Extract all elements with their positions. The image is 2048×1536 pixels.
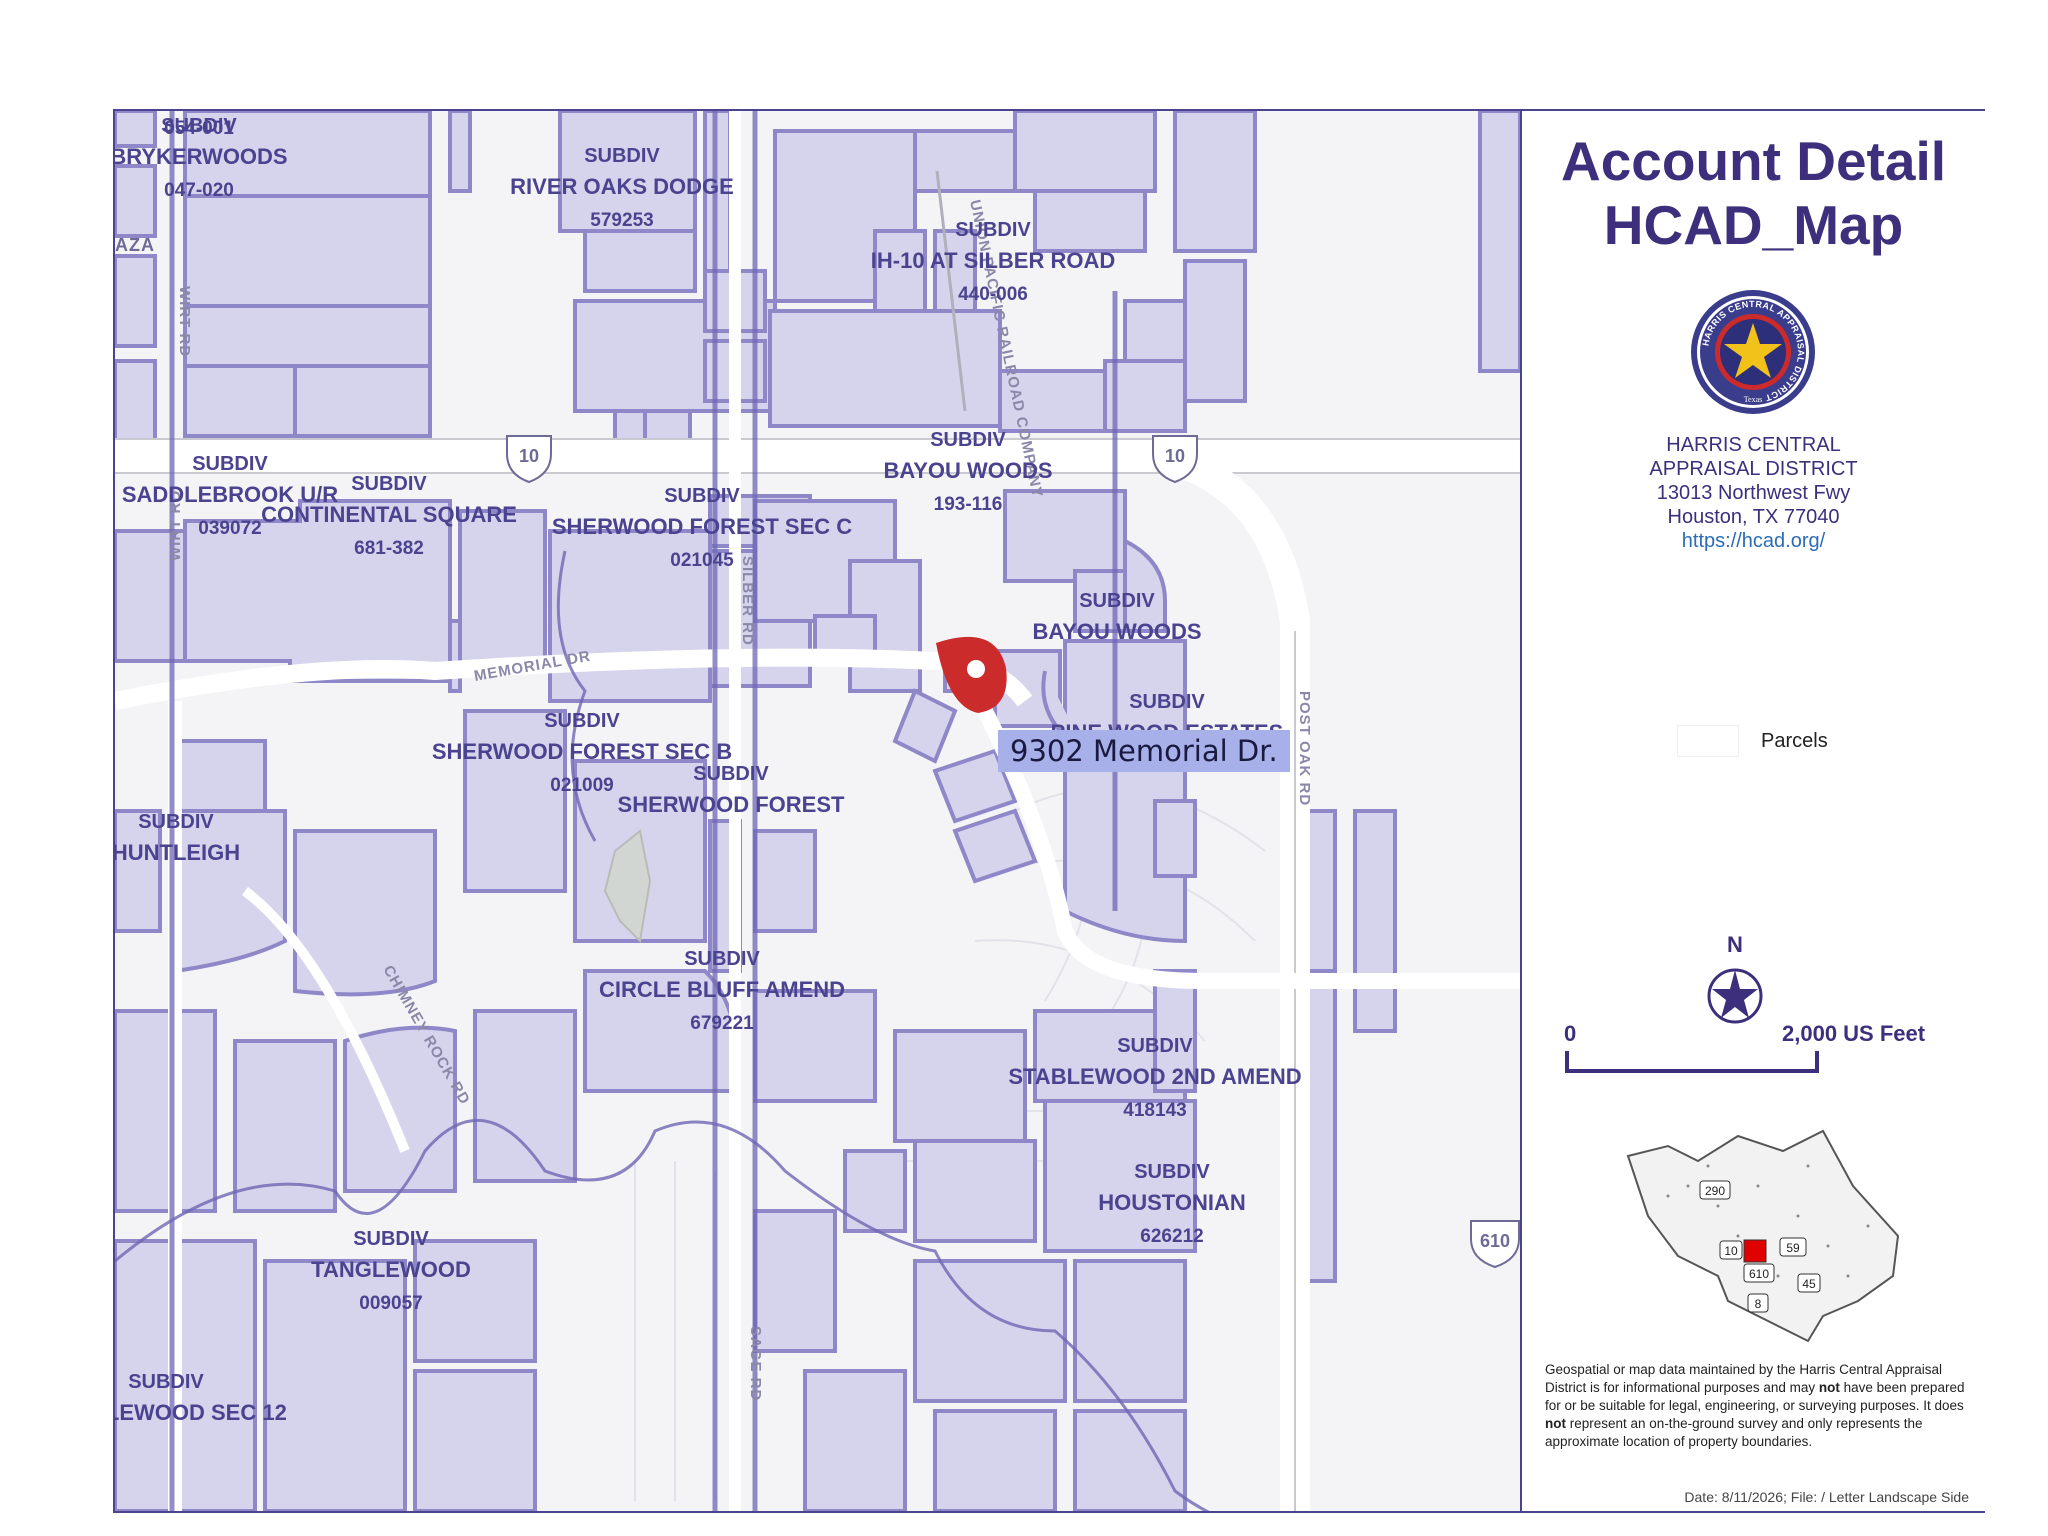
subdivision-boundaries xyxy=(169,111,1118,1511)
subdivision-label-bellewood: 353-056SUBDIVBELLEWOOD054-001 xyxy=(128,111,271,139)
subdivision-labels: 353-056SUBDIVBELLEWOOD054-001SUBDIVBRYKE… xyxy=(115,111,1302,1425)
map-layout-frame: WIRT RD WIRT RD MEMORIAL DR SILBER RD PO… xyxy=(113,109,1985,1513)
road-label-wirt-rd-2: WIRT RD xyxy=(167,490,184,561)
shield-i10-east: 10 xyxy=(1152,435,1198,484)
legend-panel: Account Detail HCAD_Map HARRIS CENTRAL A… xyxy=(1522,111,1985,1511)
address-label: 9302 Memorial Dr. xyxy=(998,730,1290,772)
legend-parcels-swatch xyxy=(1677,725,1739,757)
road-label-silber-rd: SILBER RD xyxy=(739,556,756,646)
svg-text:610: 610 xyxy=(1749,1267,1769,1281)
disclaimer-part-3: represent an on-the-ground survey and on… xyxy=(1545,1416,1923,1449)
hcad-seal-logo: HARRIS CENTRAL APPRAISAL DISTRICT Texas xyxy=(1691,290,1815,414)
svg-text:290: 290 xyxy=(1705,1184,1725,1198)
map-pane[interactable]: WIRT RD WIRT RD MEMORIAL DR SILBER RD PO… xyxy=(115,111,1522,1511)
title-line-2: HCAD_Map xyxy=(1603,194,1904,256)
disclaimer-text: Geospatial or map data maintained by the… xyxy=(1545,1361,1970,1451)
svg-text:Texas: Texas xyxy=(1744,395,1763,404)
disclaimer-bold-2: not xyxy=(1545,1416,1566,1431)
road-label-post-oak-rd: POST OAK RD xyxy=(1296,691,1313,806)
scale-end-label: 2,000 US Feet xyxy=(1782,1021,1926,1046)
major-roads xyxy=(115,111,1520,1511)
road-label-plaza: AZA xyxy=(115,235,155,255)
disclaimer-part-1: Geospatial or map data maintained by the… xyxy=(1545,1362,1942,1395)
organization-info: HARRIS CENTRAL APPRAISAL DISTRICT 13013 … xyxy=(1522,433,1985,553)
disclaimer-part-2: have been prepared for or be suitable fo… xyxy=(1545,1380,1965,1413)
footer-date-line: Date: 8/11/2026; File: / Letter Landscap… xyxy=(1684,1489,1969,1505)
scale-bar-line xyxy=(1565,1051,1819,1073)
map-title: Account Detail HCAD_Map xyxy=(1522,129,1985,257)
shield-i610: 610 xyxy=(1470,1220,1520,1269)
svg-text:610: 610 xyxy=(1480,1231,1510,1251)
org-website-link[interactable]: https://hcad.org/ xyxy=(1681,530,1826,552)
svg-text:45: 45 xyxy=(1802,1277,1816,1291)
north-arrow-label: N xyxy=(1727,934,1743,957)
svg-text:10: 10 xyxy=(1165,446,1185,466)
svg-text:59: 59 xyxy=(1786,1241,1800,1255)
org-name-line-1: HARRIS CENTRAL xyxy=(1666,434,1841,456)
svg-text:10: 10 xyxy=(1724,1244,1738,1258)
org-address-line-1: 13013 Northwest Fwy xyxy=(1656,482,1851,504)
svg-text:10: 10 xyxy=(519,446,539,466)
org-address-line-2: Houston, TX 77040 xyxy=(1667,506,1840,528)
locator-map: 290 10 59 610 45 8 xyxy=(1626,1129,1900,1343)
green-space xyxy=(603,829,652,944)
north-arrow: N xyxy=(1707,934,1763,1024)
location-marker xyxy=(936,636,1007,713)
parcel-map: WIRT RD WIRT RD MEMORIAL DR SILBER RD PO… xyxy=(115,111,1520,1511)
org-name-line-2: APPRAISAL DISTRICT xyxy=(1649,458,1858,480)
shield-i10-west: 10 xyxy=(506,435,552,484)
road-label-wirt-rd: WIRT RD xyxy=(176,286,193,357)
bayou xyxy=(115,550,1210,1511)
title-line-1: Account Detail xyxy=(1560,130,1947,192)
disclaimer-bold-1: not xyxy=(1818,1380,1840,1395)
railroad xyxy=(935,170,967,412)
svg-text:8: 8 xyxy=(1755,1297,1762,1311)
legend-parcels-label: Parcels xyxy=(1761,730,1828,752)
road-label-sage-rd: SAGE RD xyxy=(747,1326,764,1401)
scale-start-label: 0 xyxy=(1564,1021,1577,1046)
